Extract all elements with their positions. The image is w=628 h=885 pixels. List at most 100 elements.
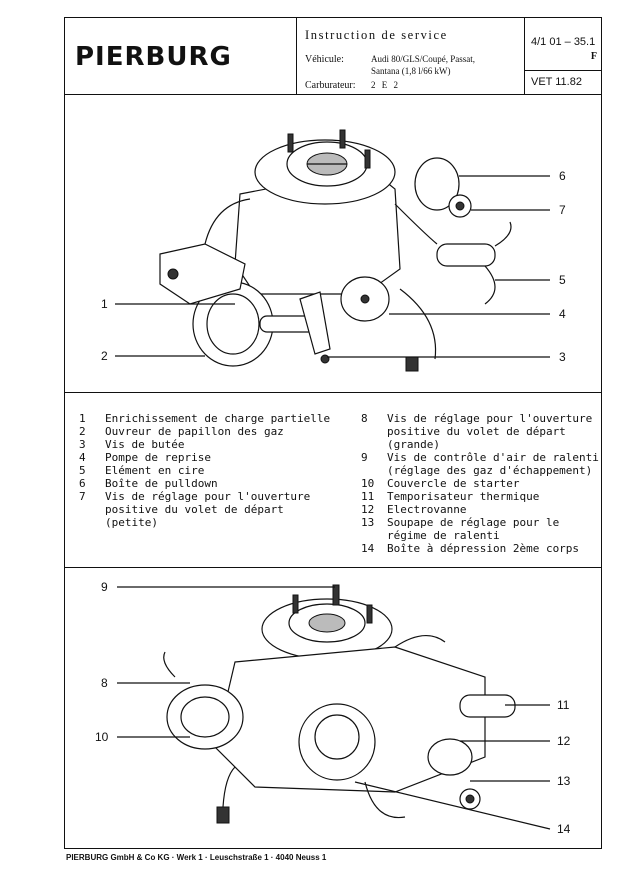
info-cell: Instruction de service Véhicule: Audi 80… bbox=[297, 18, 525, 94]
callout-label-10: 10 bbox=[95, 730, 109, 744]
carb2-choke-plate bbox=[308, 613, 346, 633]
legend-text: Pompe de reprise bbox=[105, 451, 330, 464]
callout-label-12: 12 bbox=[557, 734, 571, 748]
legend-text-line: (grande) bbox=[387, 438, 440, 451]
legend-number: 5 bbox=[79, 464, 86, 477]
legend-text-line: Enrichissement de charge partielle bbox=[105, 412, 331, 425]
legend-number: 14 bbox=[361, 542, 375, 555]
wax-pipe bbox=[484, 265, 496, 305]
legend-text: Elément en cire bbox=[105, 464, 330, 477]
legend-number: 9 bbox=[361, 451, 368, 464]
callout-label-13: 13 bbox=[557, 774, 571, 788]
legend-number: 3 bbox=[79, 438, 86, 451]
wax-hose bbox=[494, 221, 512, 247]
legend-number: 10 bbox=[361, 477, 375, 490]
wire bbox=[399, 288, 437, 360]
callout-label-11: 11 bbox=[557, 698, 570, 712]
legend-text-line: Electrovanne bbox=[387, 503, 467, 516]
legend-text: Vis de contrôle d'air de ralenti(réglage… bbox=[387, 451, 599, 477]
connector bbox=[405, 356, 419, 372]
pump-screw bbox=[360, 294, 370, 304]
vet-code: VET 11.82 bbox=[531, 76, 582, 88]
starter-cover-ring bbox=[180, 696, 230, 738]
carb2-hose-1 bbox=[394, 635, 446, 648]
document-frame: PIERBURG Instruction de service Véhicule… bbox=[64, 17, 602, 849]
carb2-stud-1 bbox=[292, 594, 299, 614]
solenoid-valve bbox=[427, 738, 473, 776]
pulldown-box bbox=[414, 157, 460, 211]
throttle-opener-ring bbox=[206, 293, 260, 355]
idle-valve-screw bbox=[465, 794, 475, 804]
carburetor-drawing-1: 1 2 3 4 5 6 7 bbox=[101, 129, 566, 372]
legend-text-line: Soupape de réglage pour le bbox=[387, 516, 560, 529]
legend-item: 10 Couvercle de starter bbox=[361, 477, 599, 490]
carb2-connector bbox=[216, 806, 230, 824]
reference-cell: 4/1 01 – 35.1 F VET 11.82 bbox=[525, 18, 601, 94]
legend-text-line: Boîte de pulldown bbox=[105, 477, 218, 490]
legend-item: 12 Electrovanne bbox=[361, 503, 599, 516]
legend-item: 5 Elément en cire bbox=[79, 464, 330, 477]
legend-number: 1 bbox=[79, 412, 86, 425]
legend-text-line: Vis de butée bbox=[105, 438, 185, 451]
document-header: PIERBURG Instruction de service Véhicule… bbox=[65, 18, 601, 95]
thermal-timer bbox=[459, 694, 516, 718]
callout-label-7: 7 bbox=[559, 203, 566, 217]
doc-title: Instruction de service bbox=[305, 28, 448, 42]
legend-number: 6 bbox=[79, 477, 86, 490]
legend-text-line: positive du volet de départ bbox=[105, 503, 284, 516]
wax-element bbox=[436, 243, 496, 267]
callout-label-5: 5 bbox=[559, 273, 566, 287]
pierburg-logo: PIERBURG bbox=[75, 42, 232, 72]
carburetor-value: 2 E 2 bbox=[371, 80, 400, 90]
callout-label-1: 1 bbox=[101, 297, 108, 311]
hose-left bbox=[204, 198, 251, 245]
callouts-figure-2: 9 8 10 11 12 13 14 bbox=[95, 580, 571, 836]
carburetor-body-2 bbox=[163, 584, 516, 824]
callout-label-9: 9 bbox=[101, 580, 108, 594]
legend-text-line: Vis de contrôle d'air de ralenti bbox=[387, 451, 599, 464]
carb2-hose-2 bbox=[364, 781, 406, 819]
legend-text: Enrichissement de charge partielle bbox=[105, 412, 330, 425]
bracket-bolt bbox=[167, 268, 179, 280]
carb2-stud-2 bbox=[366, 604, 373, 624]
legend-text: Temporisateur thermique bbox=[387, 490, 599, 503]
legend-item: 3 Vis de butée bbox=[79, 438, 330, 451]
legend-item: 6 Boîte de pulldown bbox=[79, 477, 330, 490]
doc-number: 4/1 01 – 35.1 bbox=[531, 36, 596, 48]
legend-text: Couvercle de starter bbox=[387, 477, 599, 490]
callout-label-2: 2 bbox=[101, 349, 108, 363]
starter-hook bbox=[163, 651, 176, 678]
logo-cell: PIERBURG bbox=[65, 18, 297, 94]
legend-text-line: Pompe de reprise bbox=[105, 451, 211, 464]
legend-text-line: positive du volet de départ bbox=[387, 425, 566, 438]
language-code: F bbox=[590, 51, 597, 62]
throttle-lever bbox=[299, 291, 331, 355]
legend-text-line: Vis de réglage pour l'ouverture bbox=[387, 412, 593, 425]
legend-item: 9 Vis de contrôle d'air de ralenti(réglag… bbox=[361, 451, 599, 477]
legend-text-line: Elément en cire bbox=[105, 464, 205, 477]
callouts-figure-1: 1 2 3 4 5 6 7 bbox=[101, 169, 566, 364]
secondary-vacuum-box bbox=[298, 703, 376, 781]
carburetor-body-1 bbox=[159, 129, 512, 372]
legend-text-line: régime de ralenti bbox=[387, 529, 500, 542]
starter-cover bbox=[166, 684, 244, 750]
carburetor-drawing-2: 9 8 10 11 12 13 14 bbox=[95, 580, 571, 836]
stop-screw bbox=[320, 354, 330, 364]
legend-number: 8 bbox=[361, 412, 368, 425]
callout-label-3: 3 bbox=[559, 350, 566, 364]
ref-divider bbox=[525, 70, 601, 71]
vacuum-box-ring bbox=[314, 714, 360, 760]
callout-line-14 bbox=[354, 781, 551, 830]
legend-number: 12 bbox=[361, 503, 375, 516]
legend-text-line: (réglage des gaz d'échappement) bbox=[387, 464, 593, 477]
carburetor-label: Carburateur: bbox=[305, 80, 356, 91]
